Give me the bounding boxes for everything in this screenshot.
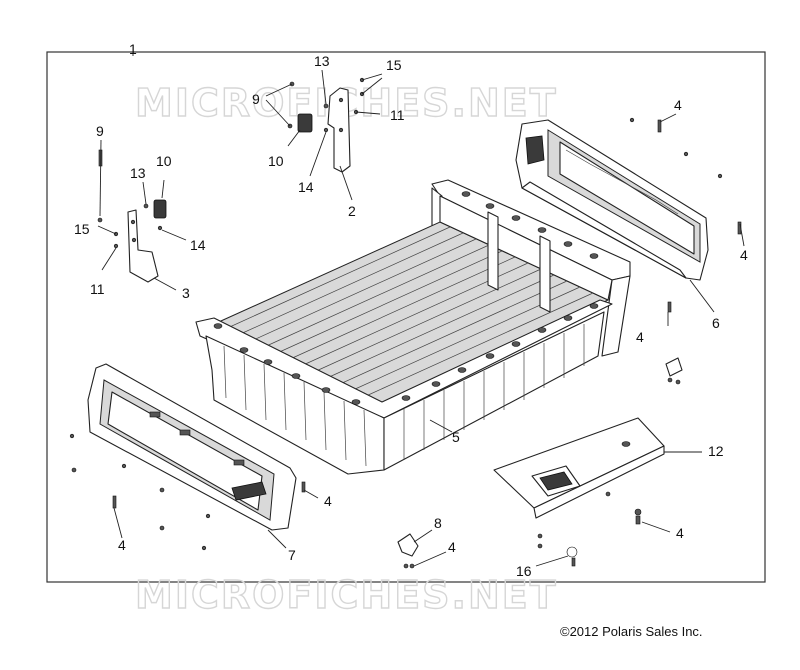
callout-14-right: 14 bbox=[298, 179, 314, 195]
diagram-frame bbox=[46, 51, 766, 583]
callout-13-right: 13 bbox=[314, 53, 330, 69]
callout-14-left: 14 bbox=[190, 237, 206, 253]
callout-8: 8 bbox=[434, 515, 442, 531]
callout-11-right: 11 bbox=[390, 107, 405, 123]
callout-13-left: 13 bbox=[130, 165, 146, 181]
callout-4-right: 4 bbox=[740, 247, 748, 263]
callout-11-left: 11 bbox=[90, 281, 105, 297]
left-latch-bracket bbox=[127, 209, 159, 283]
callout-4-mid-right: 4 bbox=[636, 329, 644, 345]
callout-15-right: 15 bbox=[386, 57, 402, 73]
right-latch bbox=[297, 113, 313, 133]
callout-15-left: 15 bbox=[74, 221, 90, 237]
copyright-text: ©2012 Polaris Sales Inc. bbox=[560, 624, 703, 639]
callout-4-bracket: 4 bbox=[448, 539, 456, 555]
leader-lines bbox=[97, 52, 745, 567]
callout-3: 3 bbox=[182, 285, 190, 301]
callout-2: 2 bbox=[348, 203, 356, 219]
callout-10-left: 10 bbox=[156, 153, 172, 169]
callouts: 1 13 15 9 11 10 14 2 9 13 10 14 15 11 3 … bbox=[74, 41, 748, 579]
right-latch-bracket bbox=[327, 87, 351, 173]
callout-4-front-right: 4 bbox=[324, 493, 332, 509]
skid-plate bbox=[493, 417, 665, 519]
left-latch bbox=[153, 199, 167, 219]
callout-7: 7 bbox=[288, 547, 296, 563]
front-panel bbox=[87, 363, 297, 531]
skid-latch bbox=[665, 357, 683, 385]
callout-12: 12 bbox=[708, 443, 724, 459]
callout-4-front-left: 4 bbox=[118, 537, 126, 553]
rear-panel bbox=[515, 119, 709, 281]
callout-6: 6 bbox=[712, 315, 720, 331]
callout-5: 5 bbox=[452, 429, 460, 445]
callout-9-left: 9 bbox=[96, 123, 104, 139]
cargo-box-tub bbox=[195, 179, 631, 475]
callout-16: 16 bbox=[516, 563, 532, 579]
callout-4-plate: 4 bbox=[676, 525, 684, 541]
callout-1: 1 bbox=[129, 41, 137, 57]
callout-4-top-right: 4 bbox=[674, 97, 682, 113]
callout-9-right: 9 bbox=[252, 91, 260, 107]
watermark-bottom: MICROFICHES.NET bbox=[135, 573, 558, 617]
callout-10-right: 10 bbox=[268, 153, 284, 169]
small-bracket bbox=[397, 533, 419, 557]
